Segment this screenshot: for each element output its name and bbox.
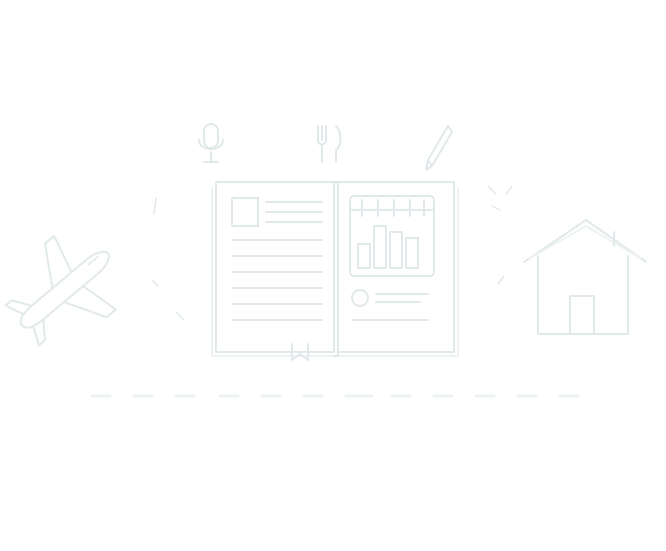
sparkle-left-icon xyxy=(151,197,185,321)
open-book-icon xyxy=(211,181,459,361)
microphone-icon xyxy=(198,123,224,163)
fork-knife-icon xyxy=(317,125,342,163)
pencil-icon xyxy=(425,125,453,171)
house-icon xyxy=(523,219,647,335)
airplane-icon xyxy=(4,234,117,347)
sparkle-right-icon xyxy=(487,185,513,285)
